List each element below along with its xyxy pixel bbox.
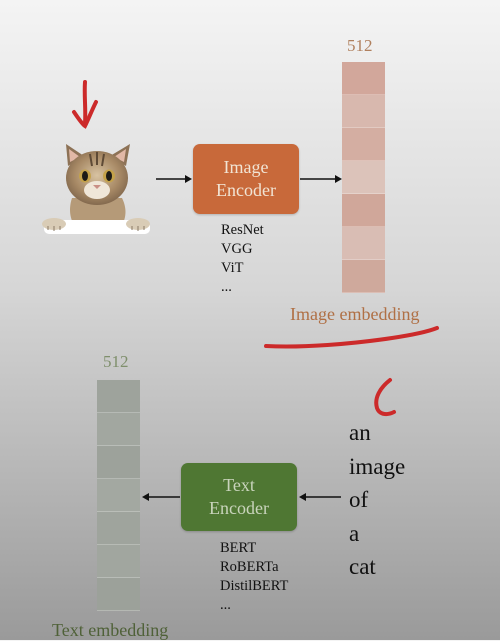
arrow-cat-to-image-encoder (156, 175, 192, 183)
image-encoder-box: Image Encoder (193, 144, 299, 214)
text-embedding-cell (97, 446, 140, 479)
image-embedding-cell (342, 95, 385, 128)
arrow-text-encoder-to-embedding (142, 493, 180, 501)
text-embedding-cell (97, 413, 140, 446)
arrow-input-text-to-text-encoder (299, 493, 341, 501)
red-hook-annotation (374, 378, 396, 417)
text-embedding-cell (97, 380, 140, 413)
red-down-arrow-annotation (72, 80, 98, 129)
text-encoder-models: BERT RoBERTa DistilBERT ... (220, 539, 288, 615)
arrow-image-encoder-to-embedding (300, 175, 342, 183)
input-text-caption: an image of a cat (349, 416, 405, 584)
input-word: image (349, 453, 406, 479)
image-embedding-cell (342, 128, 385, 161)
text-model-item: RoBERTa (220, 559, 279, 575)
image-model-item: VGG (221, 241, 253, 257)
image-embedding-vector (342, 62, 385, 295)
text-model-item: BERT (220, 540, 257, 556)
image-embedding-cell (342, 260, 385, 293)
text-embedding-cell (97, 578, 140, 611)
image-embedding-cell (342, 62, 385, 95)
text-embedding-cell (97, 512, 140, 545)
text-embedding-caption: Text embedding (52, 620, 169, 640)
text-embedding-dimension-label: 512 (103, 352, 129, 371)
image-model-item: ViT (221, 260, 244, 276)
text-embedding-cell (97, 479, 140, 512)
image-embedding-cell (342, 161, 385, 194)
text-encoder-box: Text Encoder (181, 463, 297, 531)
image-encoder-label-line1: Image (223, 157, 269, 177)
input-word: an (349, 420, 371, 445)
image-model-item: ResNet (221, 222, 264, 238)
red-underline-annotation (264, 326, 439, 349)
image-embedding-cell (342, 194, 385, 227)
cat-photo (42, 144, 150, 234)
image-encoder-models: ResNet VGG ViT ... (221, 221, 264, 297)
image-model-item: ... (221, 279, 232, 295)
text-encoder-label-line2: Encoder (209, 498, 269, 518)
image-encoder-label-line2: Encoder (216, 180, 276, 200)
text-model-item: DistilBERT (220, 578, 289, 594)
text-embedding-vector (97, 380, 140, 613)
input-word: a (349, 520, 360, 546)
input-word: cat (349, 554, 376, 579)
image-embedding-dimension-label: 512 (347, 36, 373, 55)
image-embedding-cell (342, 227, 385, 260)
input-word: of (349, 487, 369, 512)
text-model-item: ... (220, 597, 231, 613)
image-embedding-caption: Image embedding (290, 304, 420, 324)
text-encoder-label-line1: Text (223, 475, 255, 495)
text-embedding-cell (97, 545, 140, 578)
